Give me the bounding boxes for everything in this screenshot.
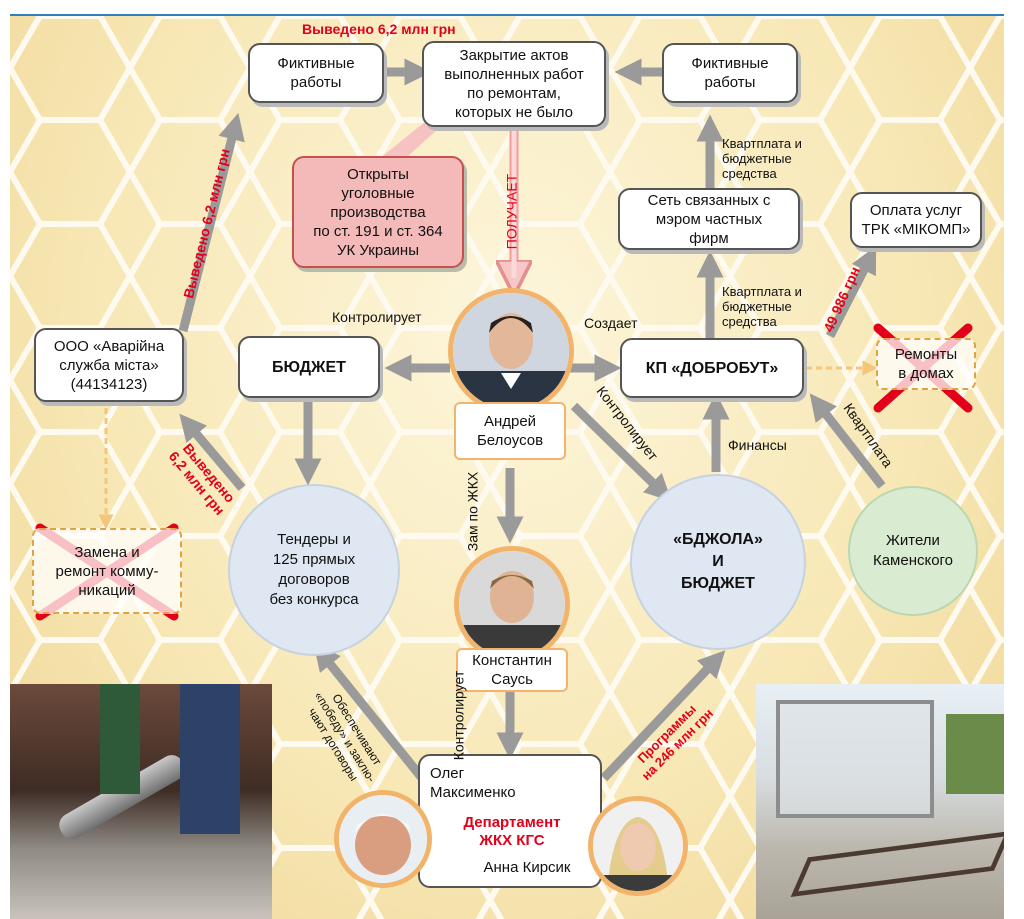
tendery-circle: Тендеры и 125 прямых договоров без конку… [228,484,400,656]
belousov-name: Андрей Белоусов [454,402,566,460]
budget-box: БЮДЖЕТ [238,336,380,398]
zhiteli-circle: Жители Каменского [848,486,978,616]
oplata-mikomp-box: Оплата услуг ТРК «МІКОМП» [850,192,982,248]
set-firm-box: Сеть связанных с мэром частных фирм [618,188,800,250]
legs-shape [180,684,240,834]
kirsik-name: Анна Кирсик [483,859,571,876]
person-avatar-icon [459,551,565,657]
kvartplata-top-label: Квартплата и бюджетные средства [722,136,802,181]
arrow-maksimenko-to-tendery [313,643,426,781]
saus-name: Константин Саусь [456,648,568,692]
kp-dobrobut-box: КП «ДОБРОБУТ» [620,338,804,398]
remonty-v-domah-box: Ремонты в домах [876,338,976,390]
zamena-kommunikaciy-box: Замена и ремонт комму- никаций [32,528,182,614]
door-shape [100,684,140,794]
department-box: Олег Максименко [418,754,602,888]
zakrytie-aktov-box: Закрытие актов выполненных работ по ремо… [422,41,606,127]
kvartplata-mid-label: Квартплата и бюджетные средства [722,284,802,329]
vyvedeno-top-label: Выведено 6,2 млн грн [302,21,456,37]
person-avatar-icon [339,795,427,883]
arrow-ooo-to-fiktivnye [178,112,245,333]
arrow-belousov-to-bdzhola [570,402,672,502]
kirsik-photo [588,796,688,896]
saus-photo [454,546,570,662]
department-label: Департамент ЖКХ КГС [463,814,561,849]
broken-frame-shape [790,830,1004,898]
pipe-photo [10,684,272,919]
arrow-zhiteli-to-kp [809,393,886,489]
person-avatar-icon [593,801,683,891]
ugolovnye-proizvodstva-box: Открыты уголовные производства по ст. 19… [292,156,464,268]
arrow-maksimenko-to-bdzhola [600,650,726,782]
arrow-kp-to-oplata [825,245,877,339]
kontroliruet-top-label: Контролирует [332,309,422,325]
arrow-tendery-to-ooo [179,413,246,491]
shelter-shape [776,700,934,818]
kontroliruet-vert-label: Контролирует [450,670,467,761]
belousov-photo [448,288,574,414]
sozdaet-label: Создает [584,315,638,331]
maksimenko-photo [334,790,432,888]
ooo-avariyna-box: ООО «Аварійна служба міста» (44134123) [34,328,184,402]
maksimenko-name: Олег Максименко [430,765,516,801]
zam-zhkh-label: Зам по ЖКХ [464,471,481,552]
diagram-canvas: Фиктивные работы Закрытие актов выполнен… [10,16,1004,919]
pink-connector [380,118,450,158]
fiktivnye-raboty-left-box: Фиктивные работы [248,43,384,103]
fiktivnye-raboty-right-box: Фиктивные работы [662,43,798,103]
top-frame-line [10,14,1004,16]
poluchaet-label: ПОЛУЧАЕТ [503,173,520,250]
bus-stop-photo [756,684,1004,919]
finansy-label: Финансы [728,437,787,453]
bdzhola-circle: «БДЖОЛА» И БЮДЖЕТ [630,474,806,650]
person-avatar-icon [453,293,569,409]
tree-shape [946,714,1004,794]
